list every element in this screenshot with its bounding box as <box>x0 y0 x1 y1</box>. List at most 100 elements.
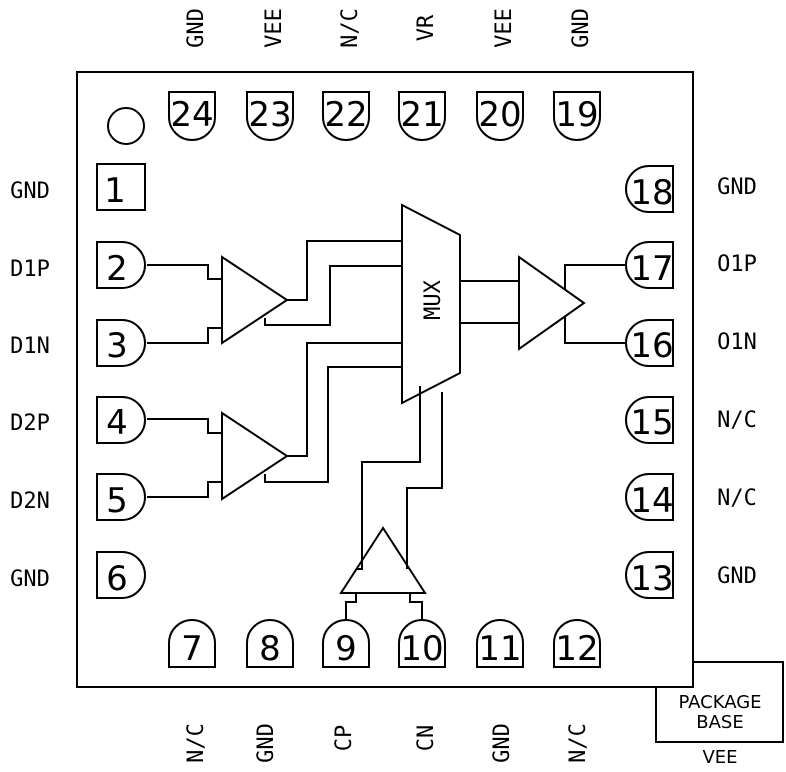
pin-label-14: N/C <box>717 486 757 511</box>
pin-number-15: 15 <box>630 403 673 443</box>
pad-7 <box>168 619 216 668</box>
package-base-supply: VEE <box>702 747 737 768</box>
pin-number-9: 9 <box>335 629 357 669</box>
input-buffer-1 <box>221 255 289 345</box>
input-buffer-2 <box>221 411 289 501</box>
pin-number-23: 23 <box>248 95 291 135</box>
pin-label-2: D1P <box>10 257 50 282</box>
mux-label: MUX <box>421 279 446 319</box>
pad-5 <box>96 473 146 521</box>
pad-19 <box>553 91 601 141</box>
pad-13 <box>625 551 674 599</box>
pin-number-12: 12 <box>555 629 598 669</box>
pin-label-22: N/C <box>338 8 363 48</box>
pad-4 <box>96 396 146 444</box>
pin-number-22: 22 <box>324 95 367 135</box>
pad-2 <box>96 241 146 289</box>
pin-label-5: D2N <box>10 489 50 514</box>
pin-number-5: 5 <box>106 481 128 521</box>
pin-number-11: 11 <box>478 629 521 669</box>
pin-label-8: GND <box>254 723 279 763</box>
pin-label-19: GND <box>569 8 594 48</box>
pin-label-15: N/C <box>717 408 757 433</box>
pin-label-9: CP <box>332 725 357 752</box>
pin-number-8: 8 <box>259 629 281 669</box>
pin-label-23: VEE <box>262 8 287 48</box>
pin-number-10: 10 <box>400 629 443 669</box>
pin-label-16: O1N <box>717 330 757 355</box>
pad-20 <box>476 91 524 141</box>
package-base-box <box>655 661 784 743</box>
pin-label-3: D1N <box>10 334 50 359</box>
wire-cn <box>409 593 423 620</box>
pin-label-12: N/C <box>566 723 591 763</box>
pad-9 <box>322 619 370 668</box>
pin-label-20: VEE <box>492 8 517 48</box>
pin-number-24: 24 <box>170 95 213 135</box>
pin-label-7: N/C <box>184 723 209 763</box>
wire-o1n <box>564 317 627 344</box>
internal-circuit: MUX <box>147 203 627 620</box>
wire-buf1-out-b <box>264 265 402 326</box>
wire-cp <box>345 593 357 620</box>
wire-buf2-out-a <box>287 342 402 457</box>
package-base: PACKAGE BASE VEE <box>655 661 784 768</box>
pad-23 <box>246 91 294 141</box>
pad-18 <box>625 165 674 213</box>
pin-number-4: 4 <box>106 403 128 443</box>
pad-21 <box>398 91 446 141</box>
pad-11 <box>476 619 524 668</box>
pin-label-17: O1P <box>717 252 757 277</box>
pad-16 <box>625 319 674 367</box>
right-pins: 18 GND 17 O1P 16 O1N 15 N/C 14 N/C 13 GN… <box>625 165 757 599</box>
pad-12 <box>553 619 601 668</box>
wire-buf2-out-b <box>264 366 402 483</box>
pin-number-20: 20 <box>478 95 521 135</box>
pad-22 <box>322 91 370 141</box>
mux-block <box>401 203 461 405</box>
pin-number-21: 21 <box>400 95 443 135</box>
pin-number-1: 1 <box>104 171 126 211</box>
pin-number-7: 7 <box>181 629 203 669</box>
wire-d2n <box>147 481 222 498</box>
wire-clk-a <box>357 386 421 570</box>
pad-1 <box>96 163 146 211</box>
pin-label-10: CN <box>414 725 439 752</box>
pin-number-2: 2 <box>106 249 128 289</box>
wire-d1p <box>147 264 222 280</box>
clock-buffer <box>339 526 427 594</box>
pad-10 <box>398 619 446 668</box>
pad-14 <box>625 473 674 521</box>
pad-24 <box>168 91 216 141</box>
pin-number-17: 17 <box>630 249 673 289</box>
wire-d1n <box>147 327 222 344</box>
package-base-line2: BASE <box>696 712 743 733</box>
pad-6 <box>96 551 146 599</box>
pin-label-1: GND <box>10 179 50 204</box>
pin-label-18: GND <box>717 175 757 200</box>
pad-3 <box>96 319 146 367</box>
pad-17 <box>625 241 674 289</box>
pin-label-4: D2P <box>10 411 50 436</box>
pin1-indicator <box>107 107 145 145</box>
top-pins: 24 GND 23 VEE 22 N/C 21 VR 20 VEE 19 GND <box>168 8 601 141</box>
pad-8 <box>246 619 294 668</box>
package-outline <box>76 71 694 688</box>
pad-15 <box>625 396 674 444</box>
pin-label-6: GND <box>10 567 50 592</box>
wire-d2p <box>147 418 222 434</box>
pin-label-13: GND <box>717 564 757 589</box>
pin-number-18: 18 <box>630 173 673 213</box>
pin-label-21: VR <box>414 14 439 41</box>
pin-number-16: 16 <box>630 326 673 366</box>
wire-buf1-out-a <box>287 240 402 301</box>
bottom-pins: 7 N/C 8 GND 9 CP 10 CN 11 GND 12 N/C <box>168 619 601 763</box>
wire-clk-b <box>406 392 443 569</box>
pin-label-24: GND <box>184 8 209 48</box>
left-pins: 1 GND 2 D1P 3 D1N 4 D2P 5 D2N 6 GND <box>10 163 146 599</box>
pin-number-14: 14 <box>630 481 673 521</box>
pin-number-13: 13 <box>630 559 673 599</box>
pin-number-19: 19 <box>555 95 598 135</box>
pin-number-6: 6 <box>106 559 128 599</box>
